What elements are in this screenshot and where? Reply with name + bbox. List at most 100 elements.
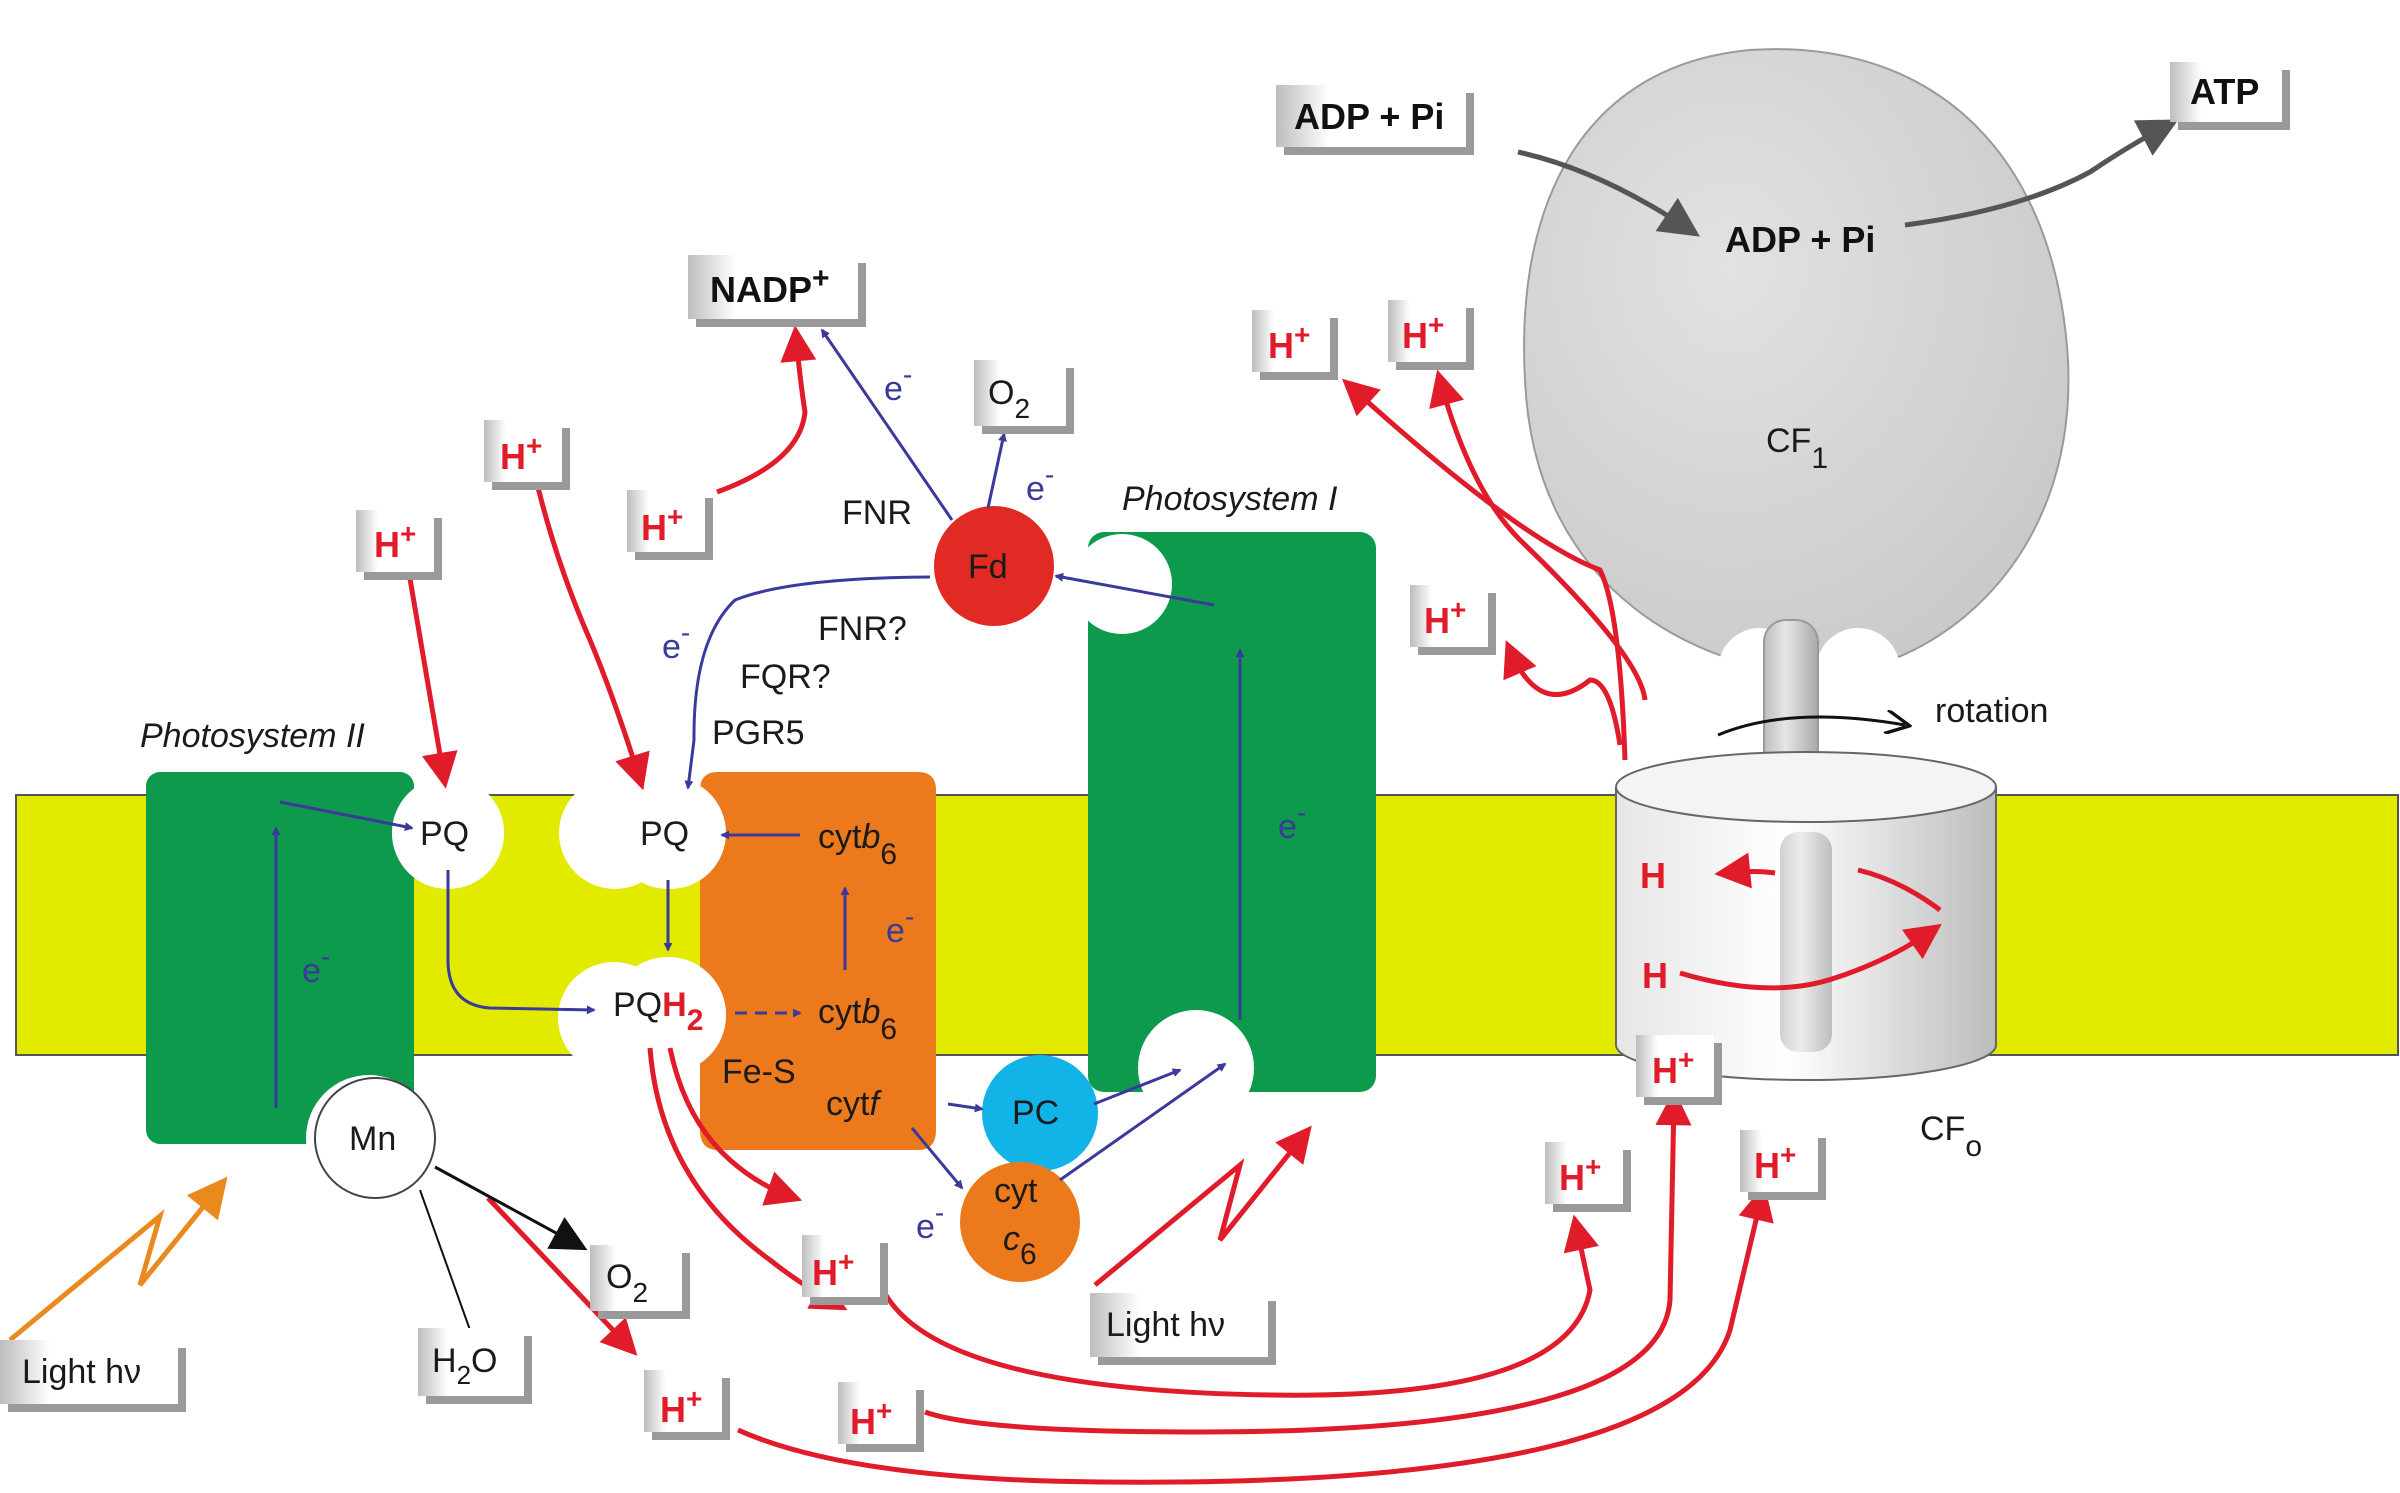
svg-text:H+: H+ [641, 501, 683, 548]
cyt-prefix: cyt [818, 993, 862, 1031]
cfo-cylinder [1615, 751, 1997, 1081]
light-label-left: Light hν [22, 1353, 141, 1391]
o2-symbol: O [988, 374, 1014, 412]
adp-pi-inner-label: ADP + Pi [1725, 219, 1875, 260]
proton-charge: + [400, 518, 416, 549]
proton-symbol: H [1652, 1050, 1678, 1091]
svg-text:H+: H+ [1402, 309, 1444, 356]
proton-symbol: H [1559, 1157, 1585, 1198]
o2-subscript: 2 [632, 1277, 648, 1308]
proton-box: H+ [484, 420, 570, 490]
proton-symbol: H [660, 1389, 686, 1430]
pq-label-b: PQ [640, 815, 689, 853]
proton-box: H+ [1252, 310, 1338, 380]
adp-pi-label: ADP + Pi [1294, 96, 1444, 137]
electron-e: e [1026, 470, 1045, 508]
proton-symbol: H [1754, 1145, 1780, 1186]
cf1-main: CF [1766, 422, 1811, 460]
proton-box: H+ [644, 1370, 730, 1440]
proton-box: H+ [1410, 585, 1496, 655]
pqh2-site [610, 957, 726, 1073]
proton-flow-arrows [405, 325, 1942, 1485]
svg-text:H+: H+ [660, 1383, 702, 1430]
svg-text:H+: H+ [1652, 1044, 1694, 1091]
light-label-right: Light hν [1106, 1306, 1225, 1344]
proton-box: H+ [1740, 1130, 1826, 1200]
svg-text:H+: H+ [812, 1246, 854, 1293]
electron-charge: - [681, 617, 690, 648]
pqh2-h: H [662, 986, 687, 1024]
pq-site-b [612, 777, 724, 889]
cyt-sub: 6 [880, 1013, 897, 1046]
proton-symbol: H [641, 507, 667, 548]
proton-charge: + [1450, 594, 1466, 625]
proton-box: H+ [802, 1235, 888, 1305]
proton-symbol: H [500, 436, 526, 477]
cyt-b: b [861, 993, 880, 1031]
proton-charge: + [876, 1395, 892, 1426]
plastocyanin [982, 1055, 1098, 1171]
cytc6-label-top: cyt [994, 1172, 1038, 1210]
water-input-line [419, 1189, 471, 1331]
cyt-b: b [861, 818, 880, 856]
electron-e: e [1278, 808, 1297, 846]
h2o-box: H2O [418, 1328, 532, 1404]
fnr-query-label: FNR? [818, 610, 907, 648]
h-channel-upper: H [1640, 855, 1666, 896]
cf1-label: CF1 [1766, 422, 1828, 475]
cytb6-lower-label: cytb6 [818, 993, 897, 1046]
electron-charge: - [935, 1197, 944, 1228]
light-arrow-psii [8, 1176, 228, 1342]
proton-box: H+ [356, 510, 442, 580]
rotation-arrow [1717, 717, 1905, 737]
light-box-left: Light hν [0, 1340, 186, 1412]
nadp-charge: + [812, 262, 830, 295]
electron-label-c6: e- [916, 1197, 944, 1246]
cf1-sub: 1 [1811, 442, 1828, 475]
svg-text:H+: H+ [374, 518, 416, 565]
electron-charge: - [905, 901, 914, 932]
proton-symbol: H [1268, 325, 1294, 366]
svg-text:H+: H+ [1559, 1151, 1601, 1198]
svg-text:H+: H+ [1754, 1139, 1796, 1186]
electron-e: e [302, 952, 321, 990]
proton-box: H+ [1636, 1035, 1722, 1105]
proton-charge: + [1294, 319, 1310, 350]
proton-charge: + [1780, 1139, 1796, 1170]
cytc6-sub: 6 [1020, 1238, 1037, 1271]
adp-pi-box: ADP + Pi [1276, 85, 1474, 155]
light-box-right: Light hν [1090, 1293, 1276, 1365]
svg-text:H2O: H2O [432, 1342, 497, 1390]
h2o-h: H [432, 1342, 457, 1380]
proton-charge: + [1678, 1044, 1694, 1075]
proton-symbol: H [374, 524, 400, 565]
svg-text:NADP+: NADP+ [710, 262, 830, 310]
electron-label-psii: e- [302, 941, 330, 990]
proton-box: H+ [838, 1382, 924, 1452]
proton-charge: + [1585, 1151, 1601, 1182]
svg-text:H+: H+ [1424, 594, 1466, 641]
fes-label: Fe-S [722, 1053, 796, 1091]
cytc6-label-bottom: c6 [1003, 1220, 1037, 1271]
nadp-box: NADP+ [688, 255, 866, 327]
photosystem-i [1072, 532, 1376, 1126]
fqr-query-label: FQR? [740, 658, 831, 696]
cytc6-c: c [1003, 1220, 1020, 1258]
electron-e: e [916, 1208, 935, 1246]
photosystem-i-label: Photosystem I [1122, 480, 1338, 518]
oxygen-release-arrow [434, 1165, 588, 1251]
electron-label-fnr: e- [884, 359, 912, 408]
pqh2-sub: 2 [687, 1004, 704, 1037]
o2-subscript: 2 [1014, 393, 1030, 424]
electron-flow-arrows [271, 328, 1245, 1190]
svg-text:H+: H+ [500, 430, 542, 477]
photosystem-ii-label: Photosystem II [140, 717, 365, 755]
electron-charge: - [321, 941, 330, 972]
proton-charge: + [526, 430, 542, 461]
svg-text:H+: H+ [1268, 319, 1310, 366]
svg-text:H+: H+ [850, 1395, 892, 1442]
pqh2-pq: PQ [613, 986, 662, 1024]
nadp-text: NADP [710, 269, 812, 310]
cfo-main: CF [1920, 1110, 1965, 1148]
